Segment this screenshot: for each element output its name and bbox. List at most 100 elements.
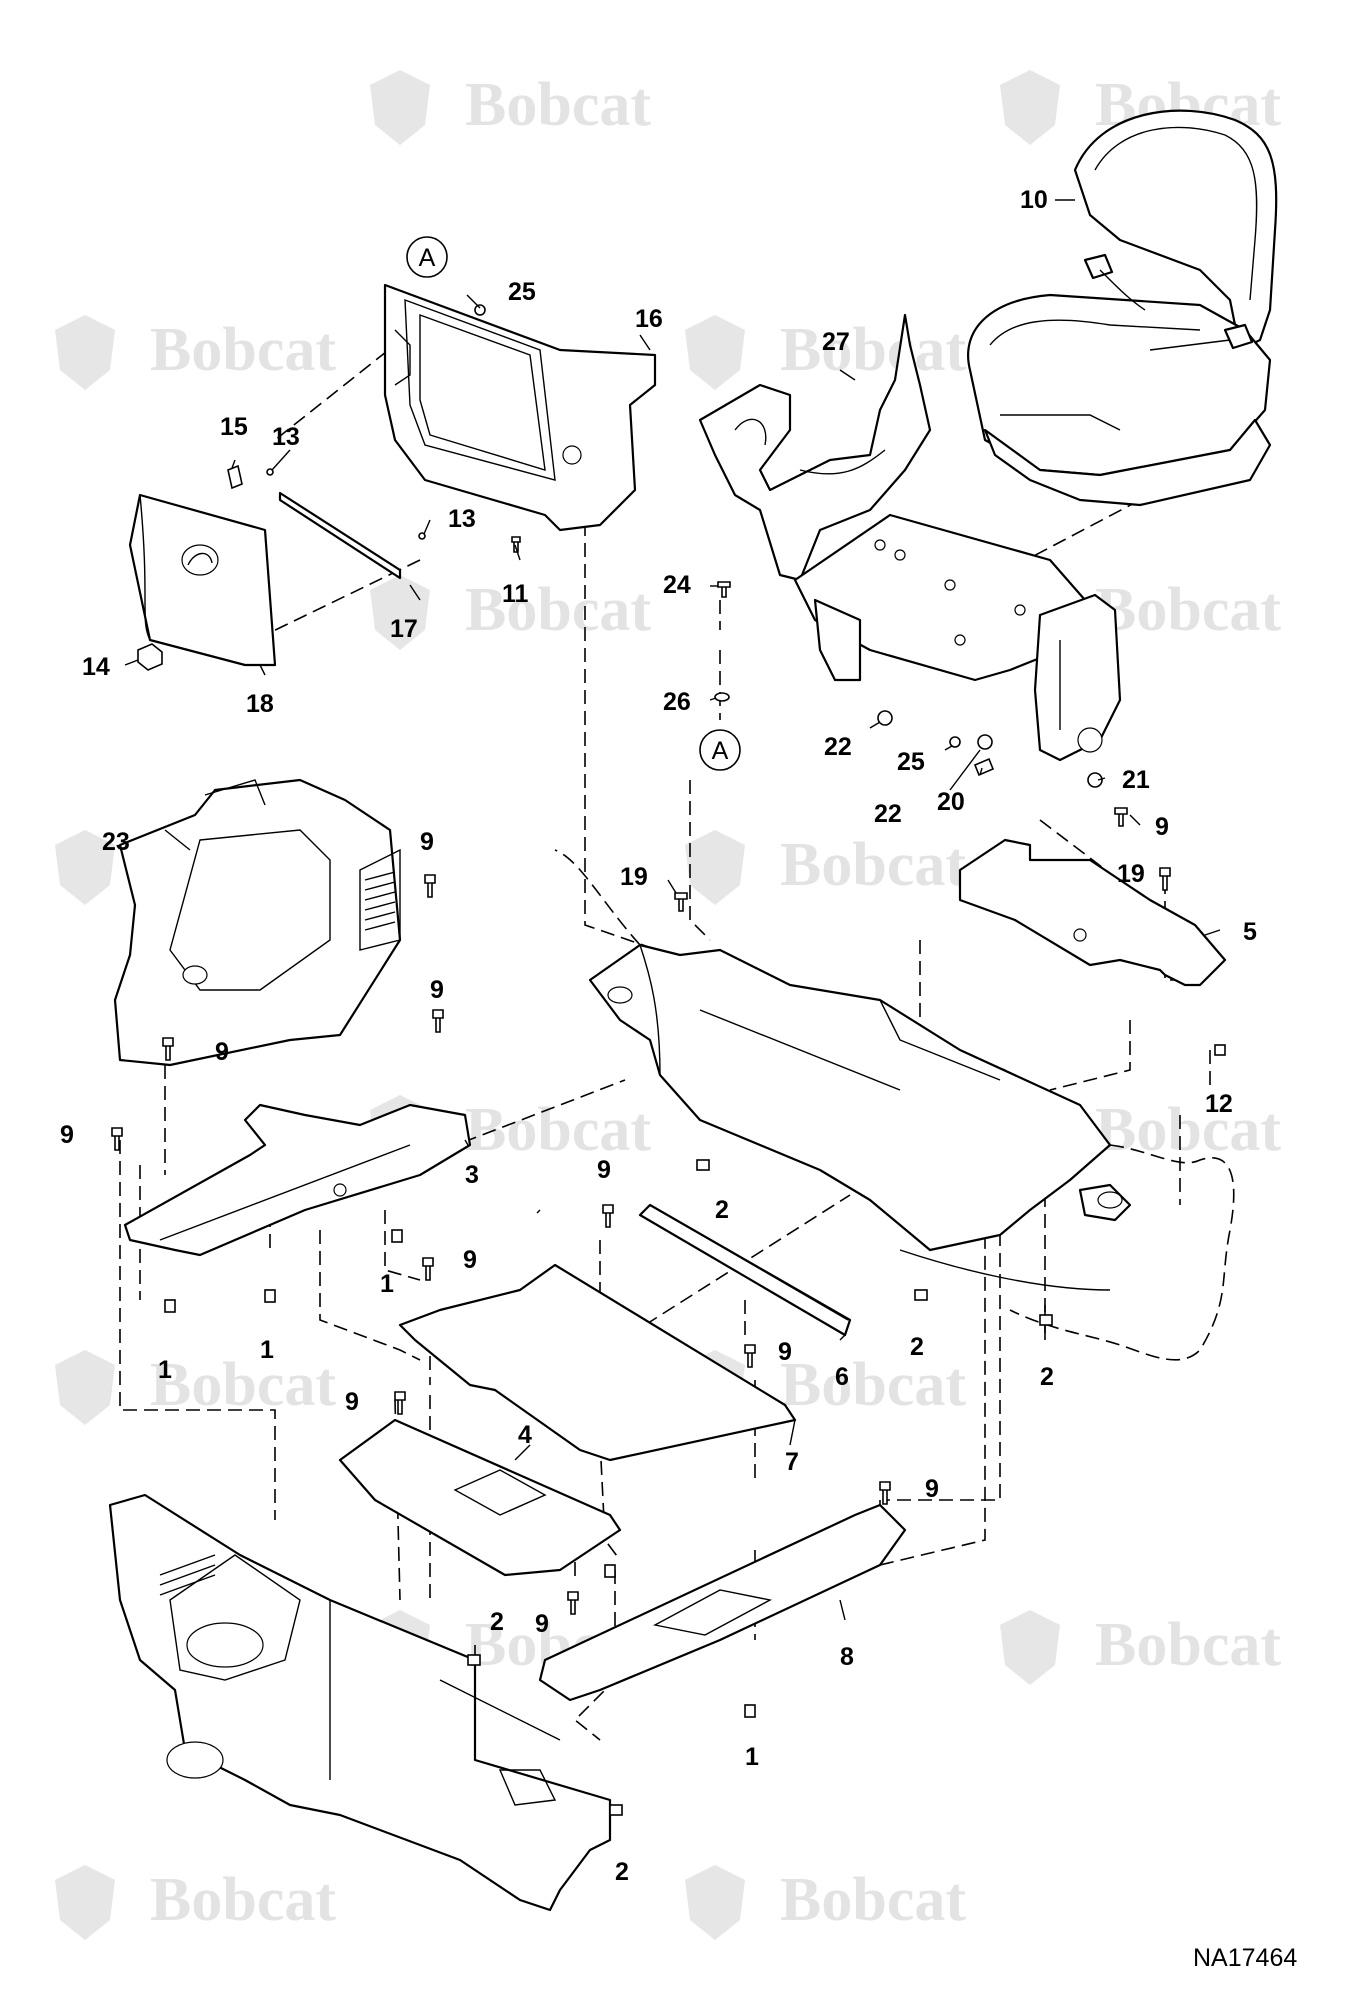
nut-1 (264, 1289, 276, 1303)
bolt-9 (1159, 867, 1171, 891)
part-7-floor-plate (398, 1263, 797, 1462)
part-6-bar (638, 1203, 852, 1337)
watermark: Bobcat (55, 1350, 336, 1425)
clip-2 (914, 1289, 928, 1301)
watermark-text: Bobcat (150, 1351, 336, 1419)
part-4-plate (338, 1418, 622, 1577)
lower-frame (108, 1493, 612, 1912)
callout-9: 9 (215, 1038, 229, 1066)
nut-1 (391, 1229, 403, 1243)
watermark-text: Bobcat (780, 831, 966, 899)
callout-25: 25 (508, 278, 536, 306)
part-17-hinge (278, 491, 402, 580)
part-16-panel (383, 283, 657, 532)
clip-2 (1039, 1314, 1053, 1326)
callout-12: 12 (1205, 1090, 1233, 1118)
bolt-9 (432, 1009, 444, 1033)
bolt-9 (744, 1344, 756, 1368)
callout-26: 26 (663, 688, 691, 716)
bolt-9 (422, 1257, 434, 1281)
hardware (111, 304, 1226, 1816)
watermark-text: Bobcat (1095, 1611, 1281, 1679)
callout-1: 1 (260, 1336, 274, 1364)
callout-9: 9 (345, 1388, 359, 1416)
callout-2: 2 (910, 1333, 924, 1361)
nut-25 (474, 304, 486, 316)
callout-21: 21 (1122, 766, 1150, 794)
callout-11: 11 (502, 580, 529, 608)
callout-1: 1 (158, 1356, 172, 1384)
watermark-text: Bobcat (465, 576, 651, 644)
clip-2 (696, 1159, 710, 1171)
watermark: Bobcat (685, 315, 966, 390)
callout-2: 2 (715, 1196, 729, 1224)
callout-22: 22 (874, 800, 902, 828)
callout-25: 25 (897, 748, 925, 776)
callout-9: 9 (1155, 813, 1169, 841)
watermark-text: Bobcat (150, 1866, 336, 1934)
callout-19: 19 (1117, 860, 1145, 888)
watermark: Bobcat (55, 315, 336, 390)
bolt-9 (424, 874, 436, 898)
callout-18: 18 (246, 690, 274, 718)
callout-9: 9 (463, 1246, 477, 1274)
nut-1 (744, 1704, 756, 1718)
callout-13: 13 (272, 423, 300, 451)
callout-7: 7 (785, 1448, 799, 1476)
callout-9: 9 (60, 1121, 74, 1149)
leader-lines (124, 199, 1221, 1621)
watermark-text: Bobcat (780, 316, 966, 384)
watermark-text: Bobcat (780, 1351, 966, 1419)
part-3-floor-plate (123, 1103, 472, 1257)
callout-20: 20 (937, 788, 965, 816)
nut-12 (1214, 1044, 1226, 1056)
bolt-9 (879, 1481, 891, 1505)
bolt-24 (717, 581, 731, 598)
bolt-9 (602, 1204, 614, 1228)
callout-9: 9 (420, 828, 434, 856)
rivet-13 (418, 532, 426, 540)
watermark: Bobcat (370, 70, 651, 145)
callout-23: 23 (102, 828, 130, 856)
callout-1: 1 (745, 1743, 759, 1771)
callout-15: 15 (220, 413, 248, 441)
svg-text:A: A (419, 244, 436, 272)
catch-15 (227, 464, 243, 490)
watermark-text: Bobcat (1095, 576, 1281, 644)
callout-10: 10 (1020, 186, 1048, 214)
callout-4: 4 (518, 1421, 532, 1449)
latch-14 (137, 643, 163, 671)
bolt-19 (674, 892, 688, 912)
main-frame (588, 943, 1132, 1291)
rivet-13 (266, 468, 274, 476)
part-8-plate (538, 1503, 907, 1702)
callout-9: 9 (597, 1156, 611, 1184)
part-27-seat-frame (698, 313, 1122, 762)
bolt-19 (1114, 807, 1128, 827)
callout-5: 5 (1243, 918, 1257, 946)
nut-22 (877, 710, 893, 726)
bolt-9 (567, 1591, 579, 1615)
watermark: Bobcat (55, 1865, 336, 1940)
watermark: Bobcat (685, 830, 966, 905)
part-10-seat (967, 109, 1278, 507)
nut-1 (604, 1564, 616, 1578)
callout-24: 24 (663, 571, 691, 599)
callout-9: 9 (778, 1338, 792, 1366)
part-23-console (113, 778, 402, 1067)
ref-marker-a: A (699, 729, 741, 771)
callout-1: 1 (380, 1270, 394, 1298)
watermark-text: Bobcat (465, 1096, 651, 1164)
ref-marker-a: A (406, 236, 448, 278)
callout-13: 13 (448, 505, 476, 533)
drawing-code: NA17464 (1193, 1944, 1297, 1972)
callout-2: 2 (490, 1608, 504, 1636)
bolt-9 (111, 1127, 123, 1151)
nut-25 (949, 736, 961, 748)
callout-27: 27 (822, 328, 850, 356)
clip-2 (467, 1654, 481, 1666)
watermark-text: Bobcat (150, 316, 336, 384)
callout-9: 9 (925, 1475, 939, 1503)
part-18-cover (128, 493, 277, 667)
callout-14: 14 (82, 653, 110, 681)
